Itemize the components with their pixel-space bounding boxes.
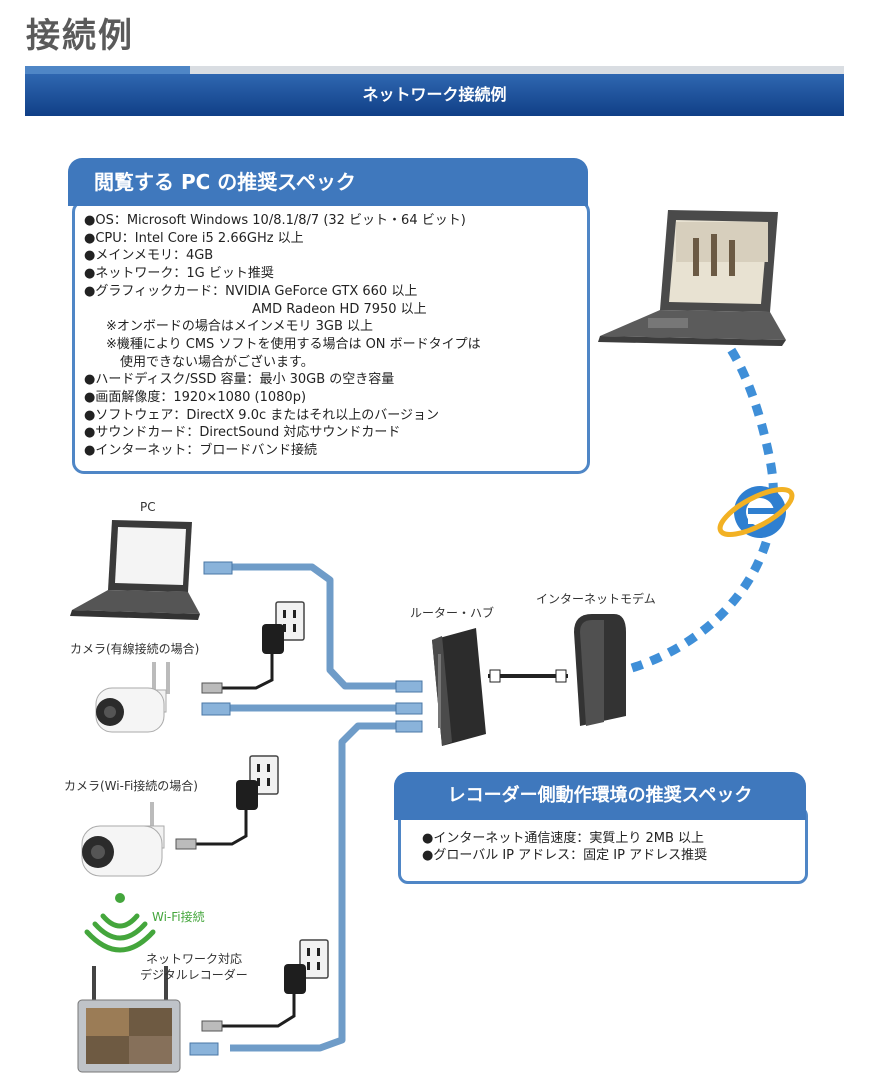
spec-internet: ●インターネット：ブロードバンド接続 (84, 443, 317, 459)
spec-note-cms: ※機種により CMS ソフトを使用する場合は ON ボードタイプは (106, 336, 481, 352)
section-header-bar: ネットワーク接続例 (25, 74, 844, 116)
power-cords (196, 654, 296, 1028)
spec-soundcard: ●サウンドカード：DirectSound 対応サウンドカード (84, 425, 401, 441)
router-hub-image (432, 628, 486, 746)
spec-graphics-amd: AMD Radeon HD 7950 以上 (252, 301, 427, 317)
spec-memory: ●メインメモリ：4GB (84, 248, 214, 264)
pc-spec-list: ●OS：Microsoft Windows 10/8.1/8/7 (32 ビット… (84, 212, 481, 460)
rec-spec-ip: ●グローバル IP アドレス：固定 IP アドレス推奨 (422, 848, 708, 863)
spec-storage: ●ハードディスク/SSD 容量：最小 30GB の空き容量 (84, 372, 395, 388)
modem-label: インターネットモデム (536, 592, 656, 606)
top-laptop-image (598, 210, 786, 346)
title-bar-strip (25, 66, 844, 74)
spec-cpu: ●CPU：Intel Core i5 2.66GHz 以上 (84, 230, 304, 246)
spec-resolution: ●画面解像度：1920×1080 (1080p) (84, 390, 307, 406)
rec-spec-upload: ●インターネット通信速度：実質上り 2MB 以上 (422, 831, 705, 846)
spec-graphics: ●グラフィックカード：NVIDIA GeForce GTX 660 以上 (84, 283, 418, 299)
rj45-plugs (189, 561, 423, 1056)
internet-modem-image (574, 614, 626, 726)
recorder-label-line2: デジタルレコーダー (140, 968, 248, 982)
recorder-label-line1: ネットワーク対応 (146, 952, 243, 966)
title-bar-accent (25, 66, 190, 74)
spec-software: ●ソフトウェア：DirectX 9.0c またはそれ以上のバージョン (84, 407, 439, 423)
dc-plugs (175, 682, 223, 1032)
spec-note-onboard: ※オンボードの場合はメインメモリ 3GB 以上 (106, 319, 374, 335)
digital-recorder-image (77, 966, 181, 1073)
internet-explorer-icon (717, 486, 795, 538)
router-hub-label: ルーター・ハブ (410, 606, 495, 620)
recorder-spec-list: ●インターネット通信速度：実質上り 2MB 以上 ●グローバル IP アドレス：… (422, 830, 707, 864)
spec-network: ●ネットワーク：1G ビット推奨 (84, 266, 274, 282)
wifi-connection-label: Wi-Fi接続 (152, 910, 205, 924)
wifi-signal-icon (84, 893, 156, 953)
page-title: 接続例 (26, 16, 134, 56)
spec-note-cms-cont: 使用できない場合がございます。 (120, 354, 314, 370)
wifi-camera-image (81, 802, 165, 877)
pc-spec-panel (72, 200, 590, 474)
network-cables (230, 563, 396, 1052)
spec-os: ●OS：Microsoft Windows 10/8.1/8/7 (32 ビット… (84, 213, 466, 228)
power-adapters (236, 624, 306, 994)
pc-label: PC (140, 500, 156, 514)
wired-camera-image (95, 662, 170, 733)
recorder-spec-heading: レコーダー側動作環境の推奨スペック (394, 772, 806, 820)
pc-laptop-image (70, 520, 200, 620)
camera-wifi-label: カメラ(Wi-Fi接続の場合) (64, 779, 198, 793)
wall-outlets (249, 601, 329, 979)
pc-spec-heading: 閲覧する PC の推奨スペック (68, 158, 588, 206)
camera-wired-label: カメラ(有線接続の場合) (70, 642, 200, 656)
